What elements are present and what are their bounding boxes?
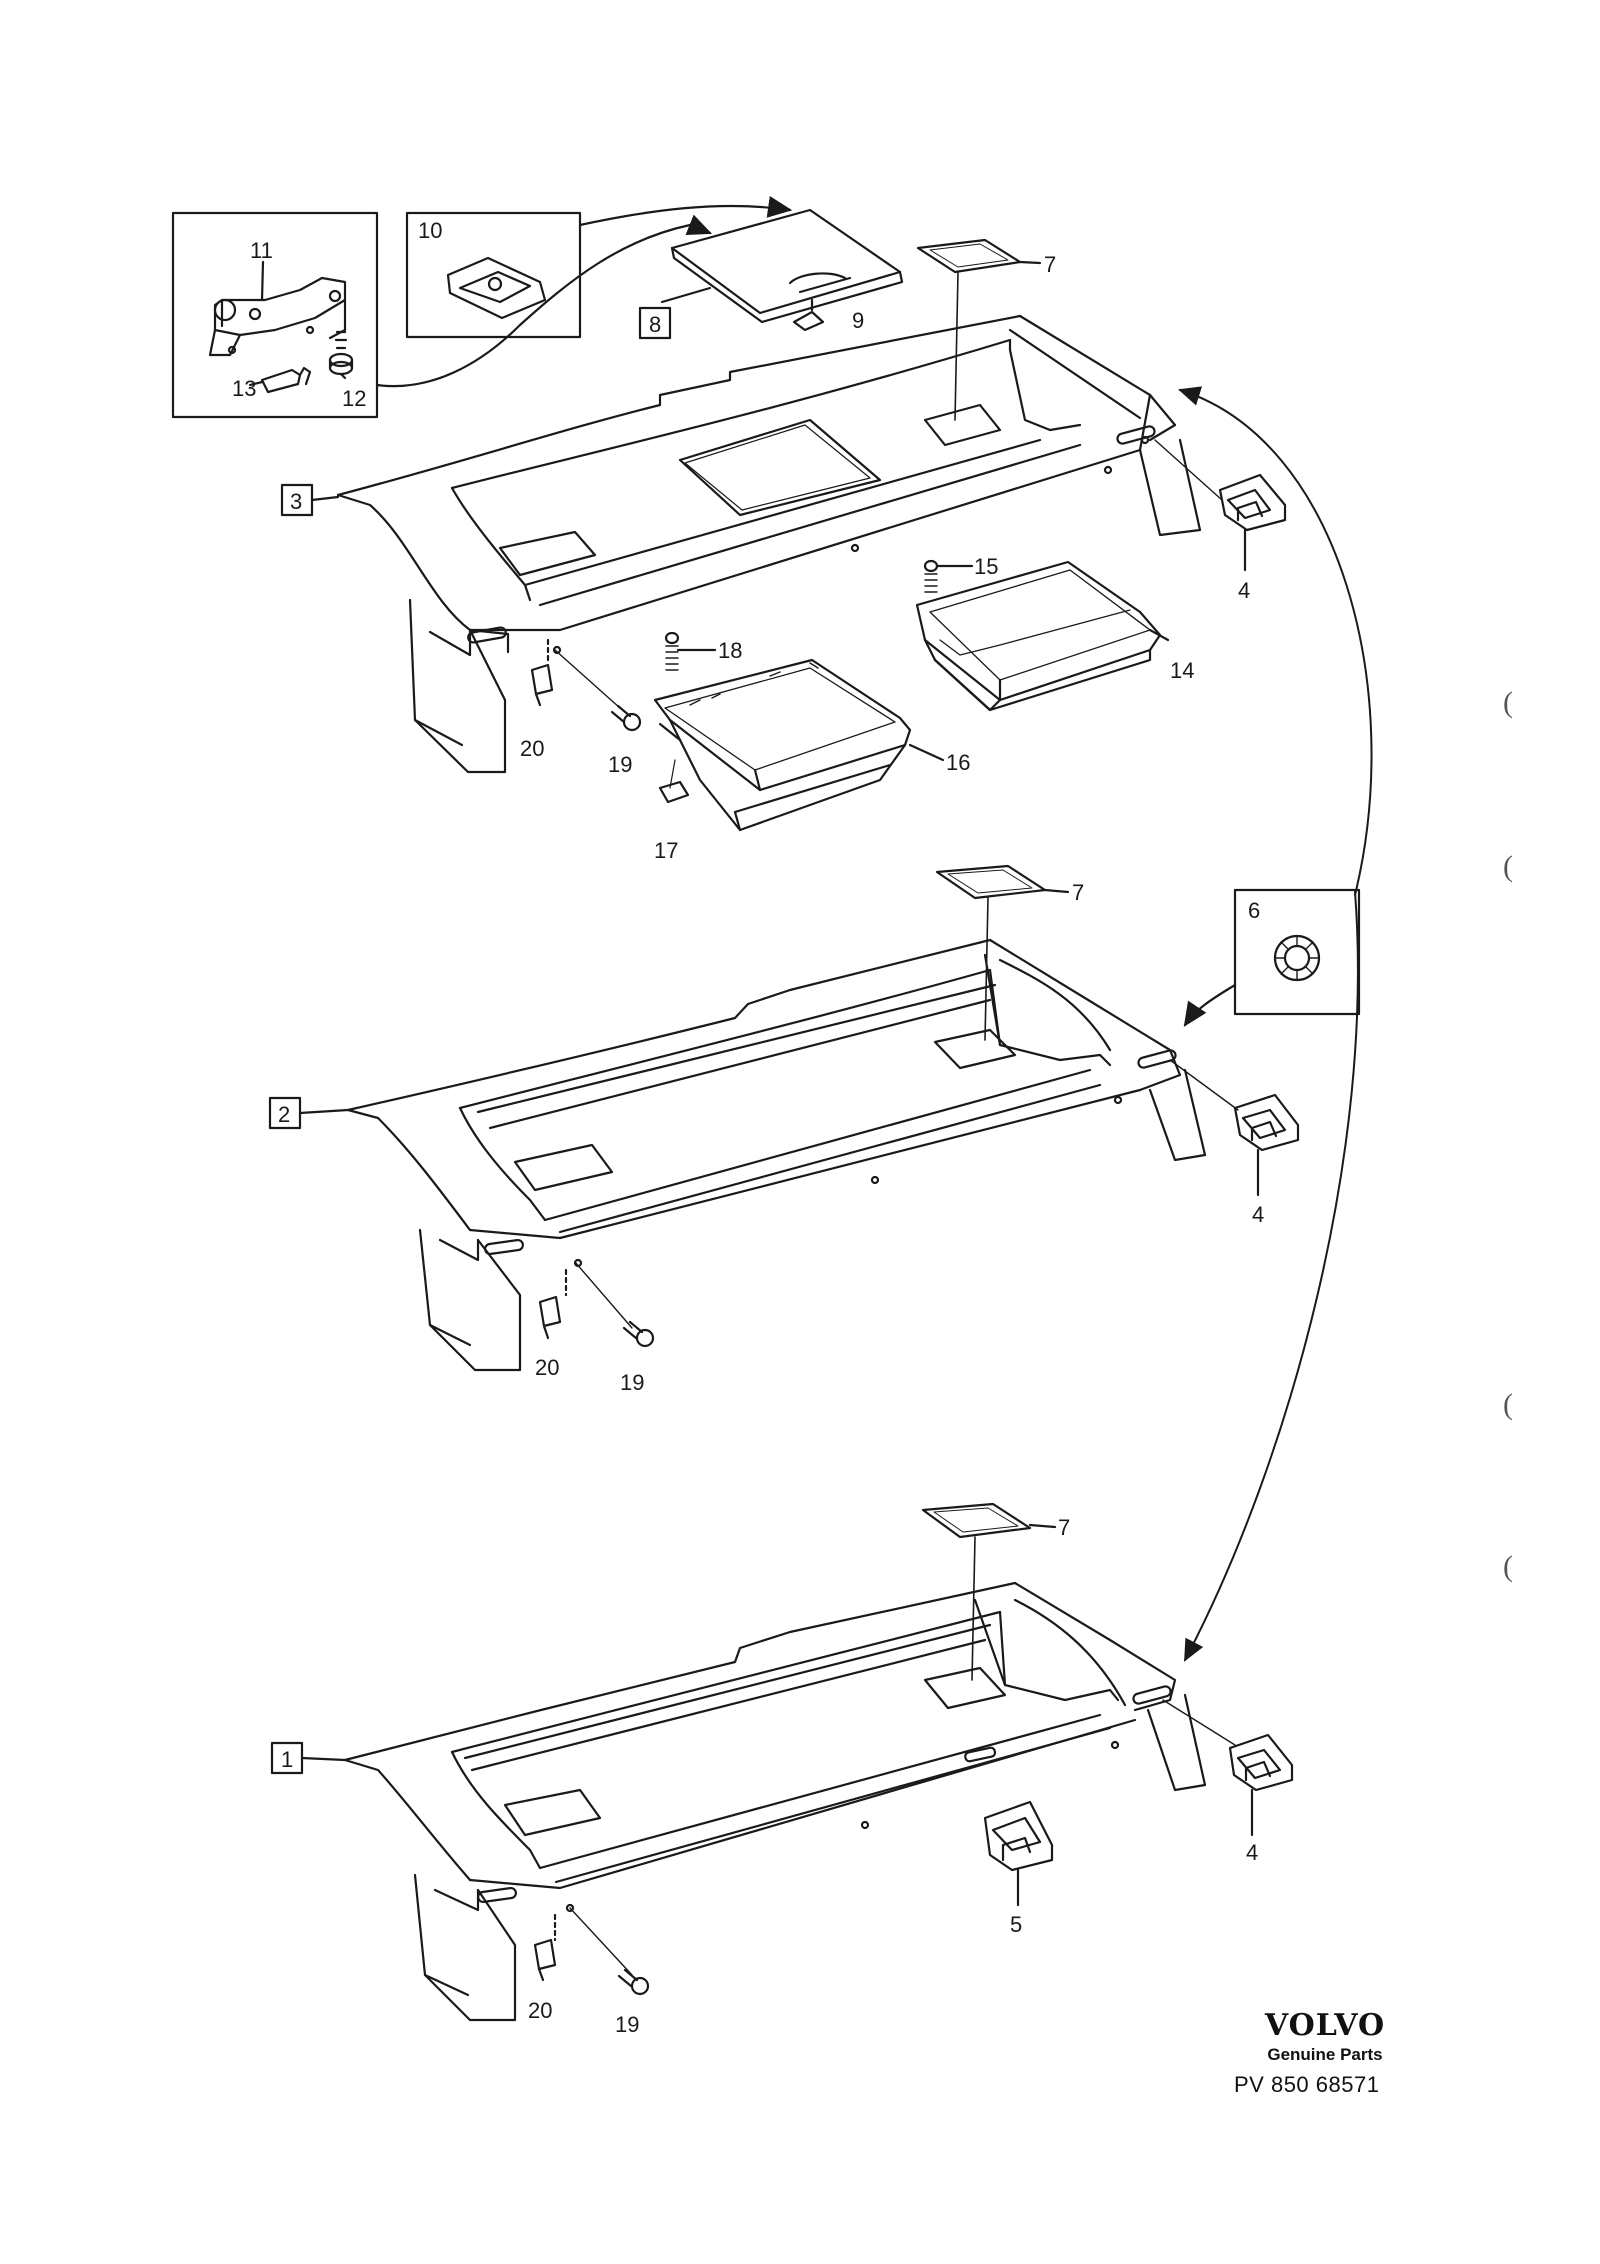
margin-mark: ( (1503, 686, 1513, 719)
hinge-screw (328, 330, 354, 376)
hinge-detail-box (171, 211, 713, 419)
clip-17 (658, 759, 690, 804)
clip-4a (1218, 473, 1287, 572)
margin-mark: ( (1503, 850, 1513, 883)
clip-4c (1228, 1733, 1294, 1837)
brand-block: VOLVO Genuine Parts (1235, 2008, 1415, 2065)
reflector-7-middle (935, 864, 1070, 1041)
label-19-bottom: 19 (615, 2012, 639, 2037)
reflector-7-bottom (921, 1502, 1057, 1681)
clip-detail-box (405, 196, 793, 339)
fasteners-19-20-top (530, 638, 642, 732)
callout-box-2 (268, 1096, 350, 1130)
screw-15 (923, 559, 974, 593)
label-8: 8 (649, 312, 661, 337)
label-11: 11 (250, 238, 273, 263)
callout-box-3 (280, 483, 340, 517)
label-10: 10 (418, 218, 442, 243)
callout-box-8 (638, 306, 672, 340)
label-9: 9 (852, 308, 864, 333)
label-2: 2 (278, 1102, 290, 1127)
screw-18 (664, 631, 717, 671)
clip-5 (983, 1800, 1054, 1907)
margin-mark: ( (1503, 1388, 1513, 1421)
label-18: 18 (718, 638, 742, 663)
label-13: 13 (232, 376, 256, 401)
brand-logo: VOLVO (1264, 2008, 1386, 2043)
reflector-7-top (916, 238, 1042, 421)
label-15: 15 (974, 554, 998, 579)
label-7-bottom: 7 (1058, 1515, 1070, 1540)
hinge-part (208, 276, 347, 357)
label-12: 12 (342, 386, 366, 411)
label-7-middle: 7 (1072, 880, 1084, 905)
margin-mark: ( (1503, 1550, 1513, 1583)
fasteners-19-20-bottom (533, 1913, 650, 1996)
storage-box-14 (915, 560, 1170, 712)
label-16: 16 (946, 750, 970, 775)
label-4-middle: 4 (1252, 1202, 1264, 1227)
label-5: 5 (1010, 1912, 1022, 1937)
callout-labels: 11 10 13 12 8 9 7 3 15 18 14 4 20 19 16 … (232, 218, 1264, 2037)
label-4-top: 4 (1238, 578, 1250, 603)
parcel-shelf-3 (336, 314, 1223, 774)
label-3: 3 (290, 489, 302, 514)
label-1: 1 (281, 1747, 293, 1772)
label-20-bottom: 20 (528, 1998, 552, 2023)
storage-box-16 (653, 658, 945, 832)
cover-lid-8 (660, 208, 904, 332)
fasteners-19-20-middle (538, 1268, 655, 1348)
parcel-shelf-2 (346, 938, 1239, 1372)
clip-4b (1233, 1093, 1300, 1197)
brand-tagline: Genuine Parts (1267, 2045, 1383, 2064)
label-14: 14 (1170, 658, 1194, 683)
label-20-middle: 20 (535, 1355, 559, 1380)
part-code: PV 850 68571 (1234, 2072, 1380, 2097)
label-19-middle: 19 (620, 1370, 644, 1395)
label-4-bottom: 4 (1246, 1840, 1258, 1865)
callout-box-1 (270, 1741, 347, 1775)
label-6: 6 (1248, 898, 1260, 923)
parcel-shelf-1 (343, 1581, 1236, 2022)
label-17: 17 (654, 838, 678, 863)
hinge-pin (260, 366, 312, 394)
label-7-top: 7 (1044, 252, 1056, 277)
label-19-top: 19 (608, 752, 632, 777)
fastener-detail-box-6 (1183, 888, 1361, 1027)
label-20-top: 20 (520, 736, 544, 761)
